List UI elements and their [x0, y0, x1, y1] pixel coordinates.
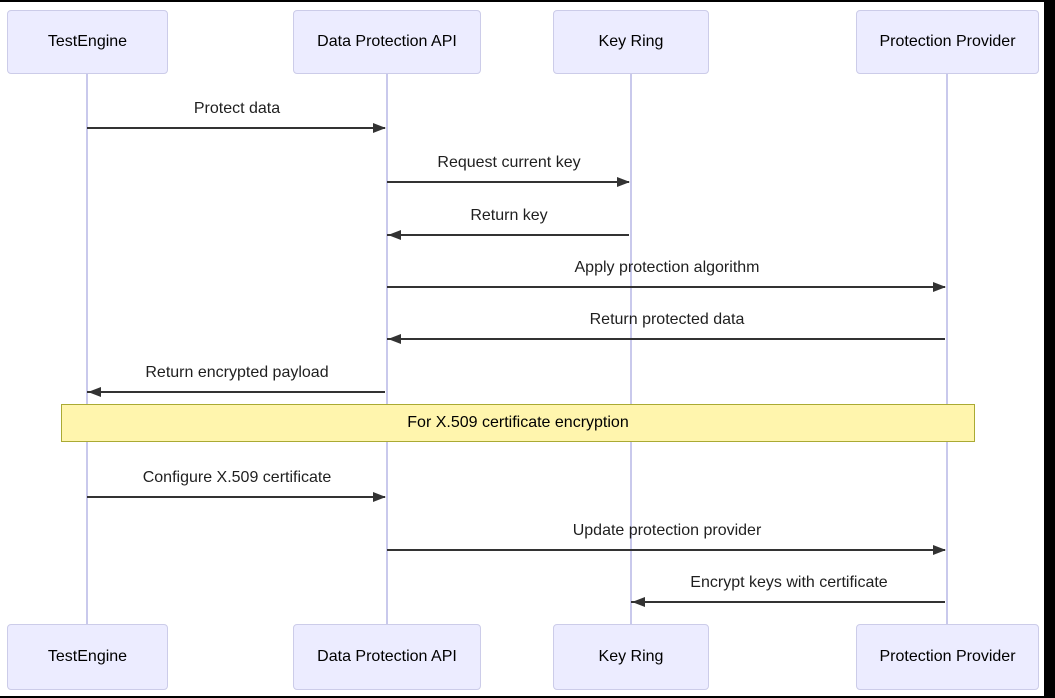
message-arrowhead-9: [632, 597, 645, 607]
message-line-6: [87, 391, 385, 393]
message-line-1: [87, 127, 385, 129]
lifeline-testengine: [86, 74, 88, 624]
actor-label-provider: Protection Provider: [879, 648, 1016, 665]
lifeline-provider: [946, 74, 948, 624]
message-label-1: Protect data: [193, 100, 281, 117]
message-arrowhead-7: [373, 492, 386, 502]
actor-top-provider: Protection Provider: [856, 10, 1039, 74]
actor-top-testengine: TestEngine: [7, 10, 168, 74]
lifeline-keyring: [630, 74, 632, 624]
message-label-4: Apply protection algorithm: [574, 259, 760, 276]
frame-border-bottom: [0, 696, 1055, 698]
message-label-5: Return protected data: [589, 311, 745, 328]
message-line-2: [387, 181, 629, 183]
message-arrowhead-5: [388, 334, 401, 344]
actor-label-testengine: TestEngine: [47, 648, 128, 665]
actor-label-keyring: Key Ring: [598, 33, 664, 50]
frame-border-right: [1044, 0, 1055, 698]
message-line-9: [631, 601, 945, 603]
message-line-4: [387, 286, 945, 288]
actor-bottom-provider: Protection Provider: [856, 624, 1039, 690]
actor-bottom-keyring: Key Ring: [553, 624, 709, 690]
message-label-9: Encrypt keys with certificate: [690, 574, 888, 591]
message-line-3: [387, 234, 629, 236]
message-label-8: Update protection provider: [572, 522, 762, 539]
message-arrowhead-3: [388, 230, 401, 240]
actor-label-dpapi: Data Protection API: [317, 648, 457, 665]
message-line-8: [387, 549, 945, 551]
message-arrowhead-2: [617, 177, 630, 187]
message-label-2: Request current key: [437, 154, 581, 171]
message-label-3: Return key: [470, 207, 548, 224]
actor-label-provider: Protection Provider: [879, 33, 1016, 50]
actor-bottom-testengine: TestEngine: [7, 624, 168, 690]
actor-label-keyring: Key Ring: [598, 648, 664, 665]
note-label: For X.509 certificate encryption: [407, 414, 629, 431]
actor-top-keyring: Key Ring: [553, 10, 709, 74]
message-label-7: Configure X.509 certificate: [142, 469, 332, 486]
message-arrowhead-4: [933, 282, 946, 292]
frame-border-top: [0, 0, 1055, 2]
actor-top-dpapi: Data Protection API: [293, 10, 481, 74]
message-arrowhead-8: [933, 545, 946, 555]
actor-label-testengine: TestEngine: [47, 33, 128, 50]
message-line-7: [87, 496, 385, 498]
message-label-6: Return encrypted payload: [145, 364, 329, 381]
message-arrowhead-1: [373, 123, 386, 133]
message-arrowhead-6: [88, 387, 101, 397]
message-line-5: [387, 338, 945, 340]
actor-label-dpapi: Data Protection API: [317, 33, 457, 50]
lifeline-dpapi: [386, 74, 388, 624]
actor-bottom-dpapi: Data Protection API: [293, 624, 481, 690]
note-box: For X.509 certificate encryption: [61, 404, 975, 442]
